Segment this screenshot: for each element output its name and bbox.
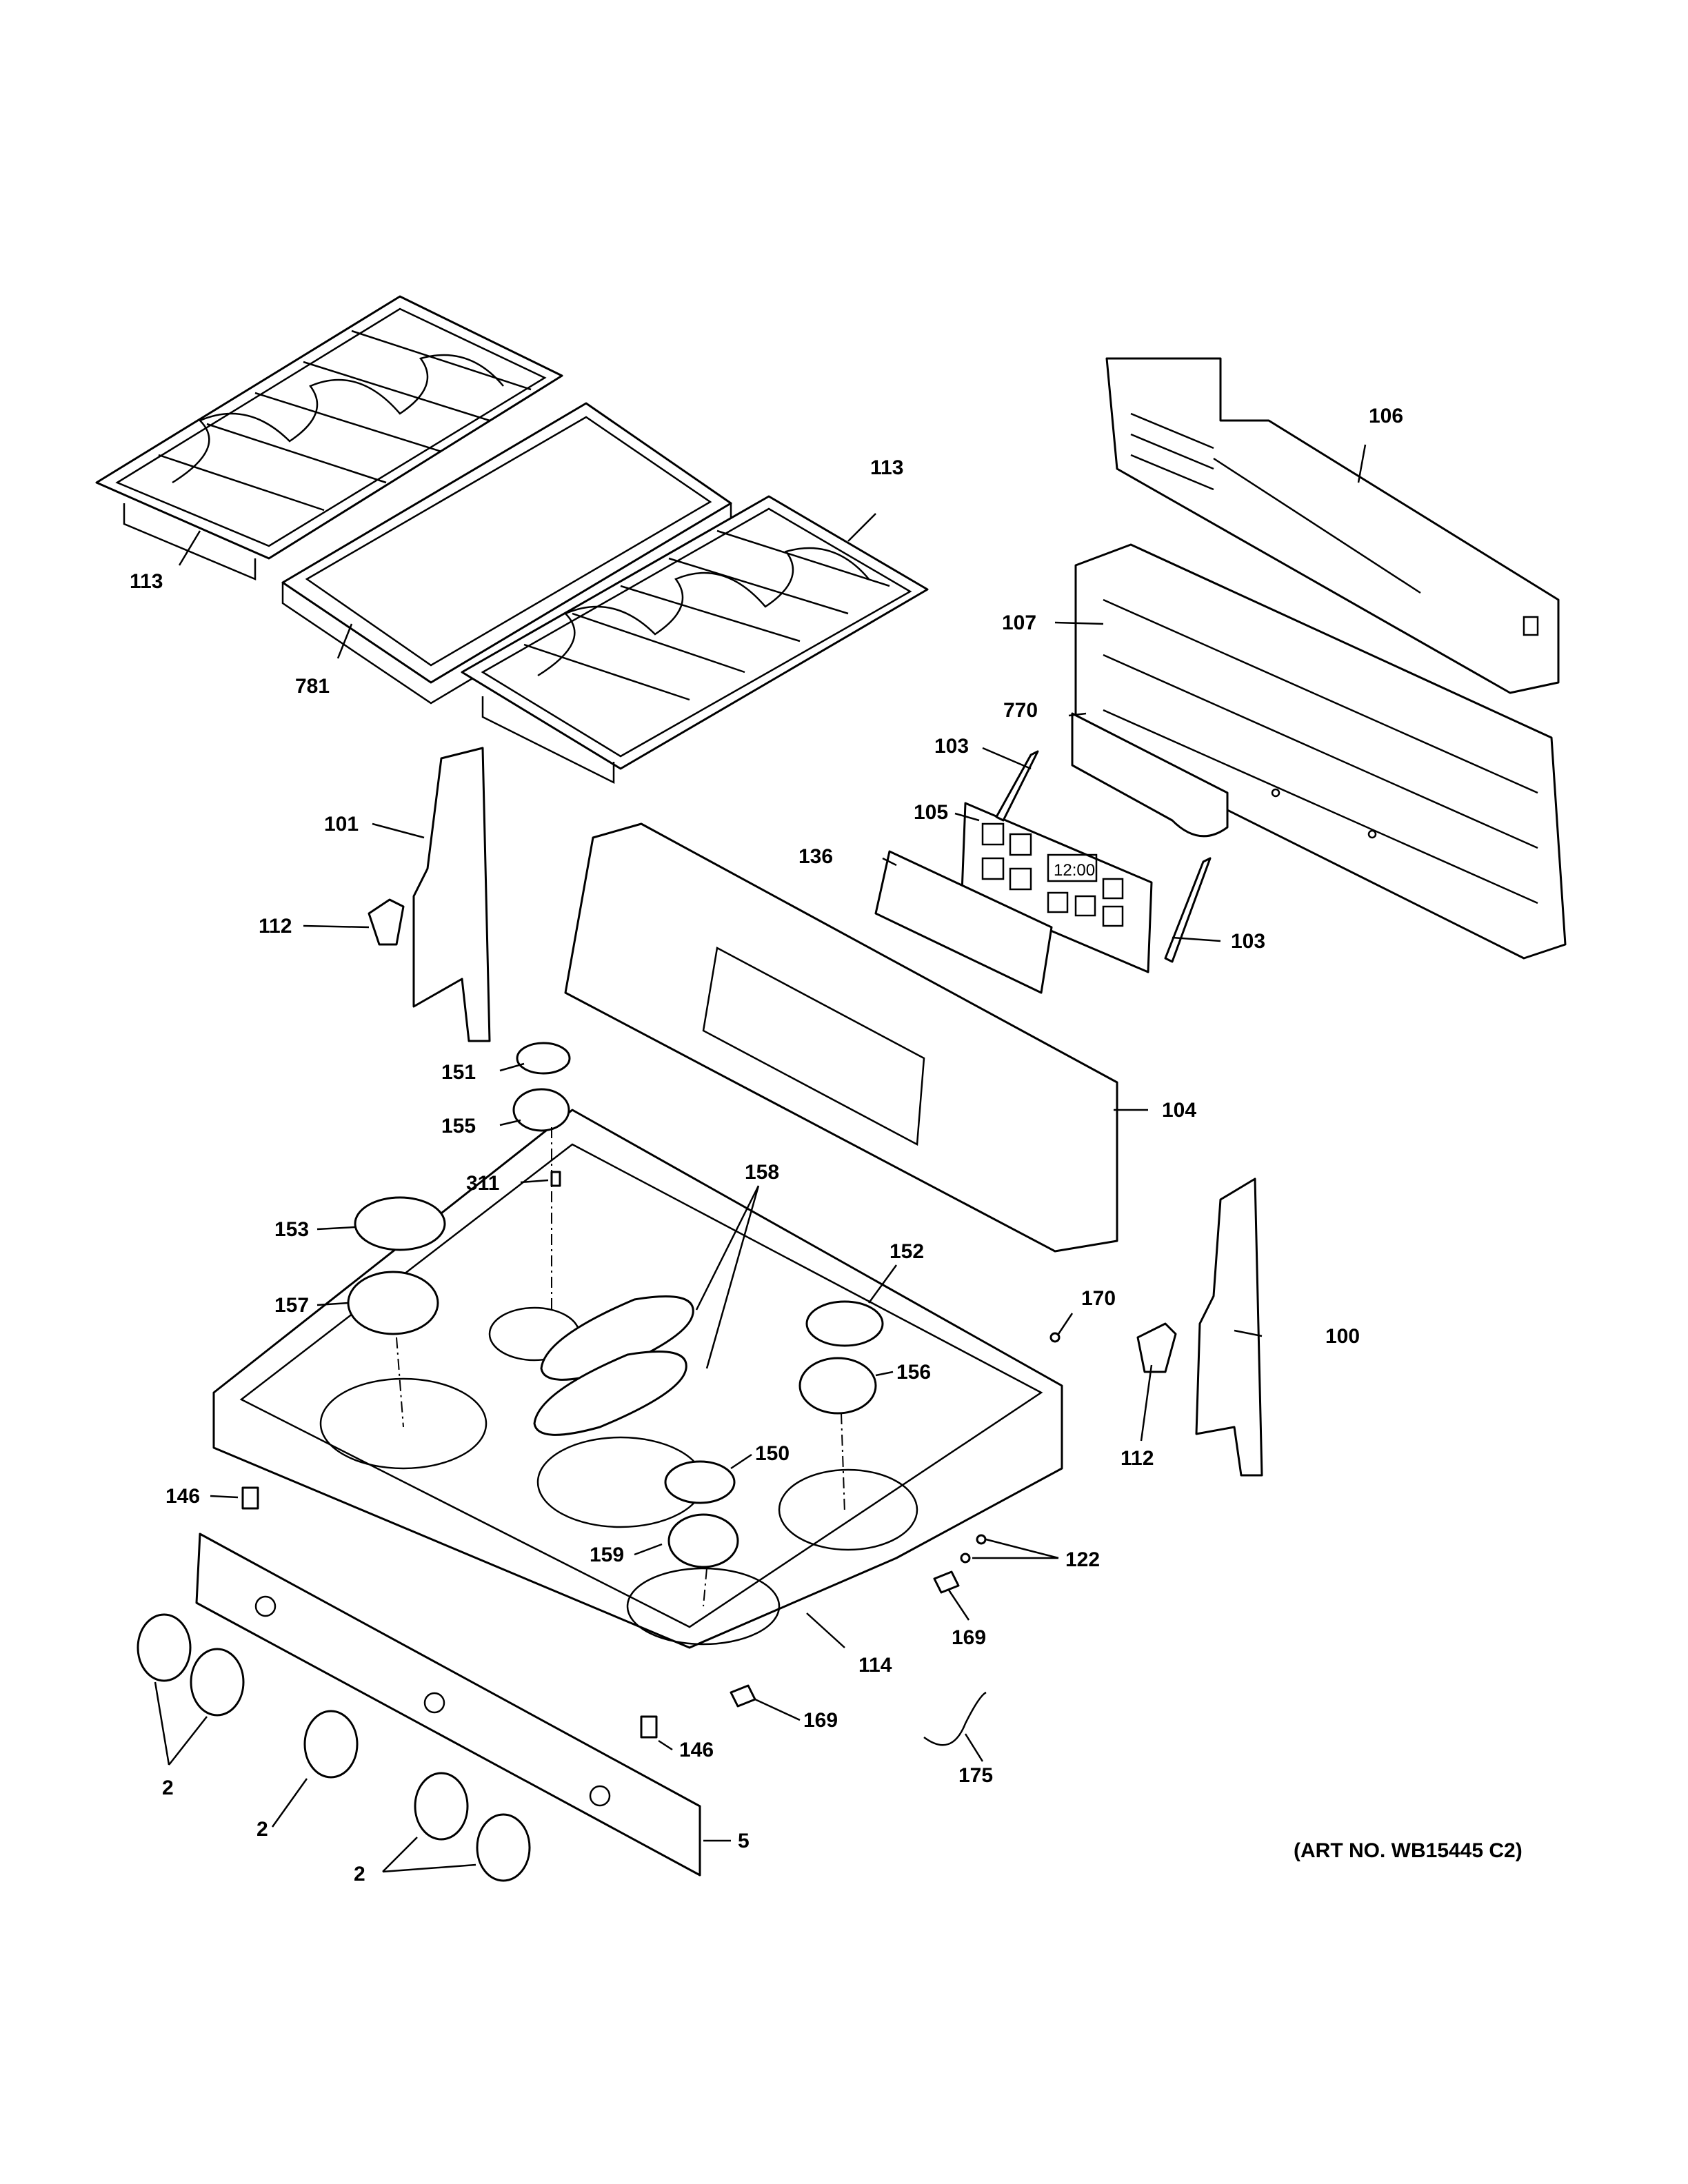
wire-175 xyxy=(923,1691,987,1746)
clip-169-upper xyxy=(933,1570,960,1594)
callout-146-upper: 146 xyxy=(165,1485,200,1508)
clock-display: 12:00 xyxy=(1054,861,1095,880)
callout-155: 155 xyxy=(441,1115,476,1138)
callout-122: 122 xyxy=(1065,1548,1100,1571)
bracket-right xyxy=(1164,857,1212,963)
callout-2-left: 2 xyxy=(162,1777,174,1799)
callout-156: 156 xyxy=(896,1361,931,1384)
callout-113-right: 113 xyxy=(870,456,903,479)
clip-169-lower xyxy=(730,1684,756,1708)
callout-103-lower: 103 xyxy=(1231,930,1265,953)
callout-169-upper: 169 xyxy=(952,1626,986,1649)
callout-103-upper: 103 xyxy=(934,735,969,758)
callout-106: 106 xyxy=(1369,405,1403,427)
callout-157: 157 xyxy=(274,1294,309,1317)
burner-cap-150 xyxy=(664,1460,736,1504)
knobs xyxy=(137,1613,531,1882)
callout-311: 311 xyxy=(466,1172,499,1195)
callout-169-lower: 169 xyxy=(803,1709,838,1732)
callout-labels: 113 113 781 106 107 770 103 105 136 103 … xyxy=(130,405,1403,1885)
callout-114: 114 xyxy=(858,1654,892,1677)
burner-head-159 xyxy=(667,1513,739,1568)
heat-shield xyxy=(1071,712,1229,838)
callout-150: 150 xyxy=(755,1442,790,1465)
callout-159: 159 xyxy=(590,1544,624,1566)
burner-cap-152 xyxy=(805,1300,884,1347)
callout-152: 152 xyxy=(890,1240,924,1263)
side-trim-right xyxy=(1195,1177,1263,1477)
burner-head-156 xyxy=(798,1357,877,1415)
callout-170: 170 xyxy=(1081,1287,1116,1310)
callout-151: 151 xyxy=(441,1061,476,1084)
griddle xyxy=(281,402,732,705)
leader-lines xyxy=(154,444,1367,1873)
callout-770: 770 xyxy=(1003,699,1038,722)
callout-100: 100 xyxy=(1325,1325,1360,1348)
manifold-panel xyxy=(195,1533,701,1877)
callout-101: 101 xyxy=(324,813,359,836)
callout-2-middle: 2 xyxy=(257,1818,268,1841)
callout-153: 153 xyxy=(274,1218,309,1241)
bracket-left xyxy=(995,750,1039,822)
callout-113-left: 113 xyxy=(130,570,163,593)
art-number: (ART NO. WB15445 C2) xyxy=(1294,1839,1523,1862)
side-trim-left xyxy=(412,747,491,1042)
callout-781: 781 xyxy=(295,675,330,698)
left-burner-grate xyxy=(95,295,563,580)
oval-burner-top-158 xyxy=(533,1351,687,1436)
control-board: 12:00 xyxy=(961,802,1153,973)
screw-122-a xyxy=(976,1534,987,1545)
burner-head-155 xyxy=(512,1088,570,1132)
callout-5: 5 xyxy=(738,1830,750,1852)
clip-146-right xyxy=(640,1715,658,1739)
hinge-left xyxy=(368,898,405,946)
right-burner-grate xyxy=(461,495,929,785)
control-panel-trim xyxy=(564,822,1118,1253)
screw-122-b xyxy=(960,1553,971,1564)
burner-cap-151 xyxy=(516,1042,571,1075)
hinge-right xyxy=(1136,1322,1177,1373)
callout-136: 136 xyxy=(798,845,833,868)
callout-146-lower: 146 xyxy=(679,1739,714,1761)
clip-146-left xyxy=(241,1486,259,1510)
callout-112-left: 112 xyxy=(259,915,292,938)
callout-158: 158 xyxy=(745,1161,779,1184)
control-overlay xyxy=(874,850,1053,994)
screw-170 xyxy=(1049,1332,1061,1343)
callout-105: 105 xyxy=(914,801,948,824)
callout-175: 175 xyxy=(958,1764,993,1787)
burner-cap-153 xyxy=(354,1196,446,1251)
backguard-panel xyxy=(1105,357,1560,694)
orifice-311 xyxy=(550,1171,561,1187)
callout-107: 107 xyxy=(1002,611,1036,634)
callout-112-right: 112 xyxy=(1121,1447,1154,1470)
burner-head-157 xyxy=(347,1271,439,1335)
callout-104: 104 xyxy=(1162,1099,1196,1122)
callout-2-bottom: 2 xyxy=(354,1863,365,1885)
